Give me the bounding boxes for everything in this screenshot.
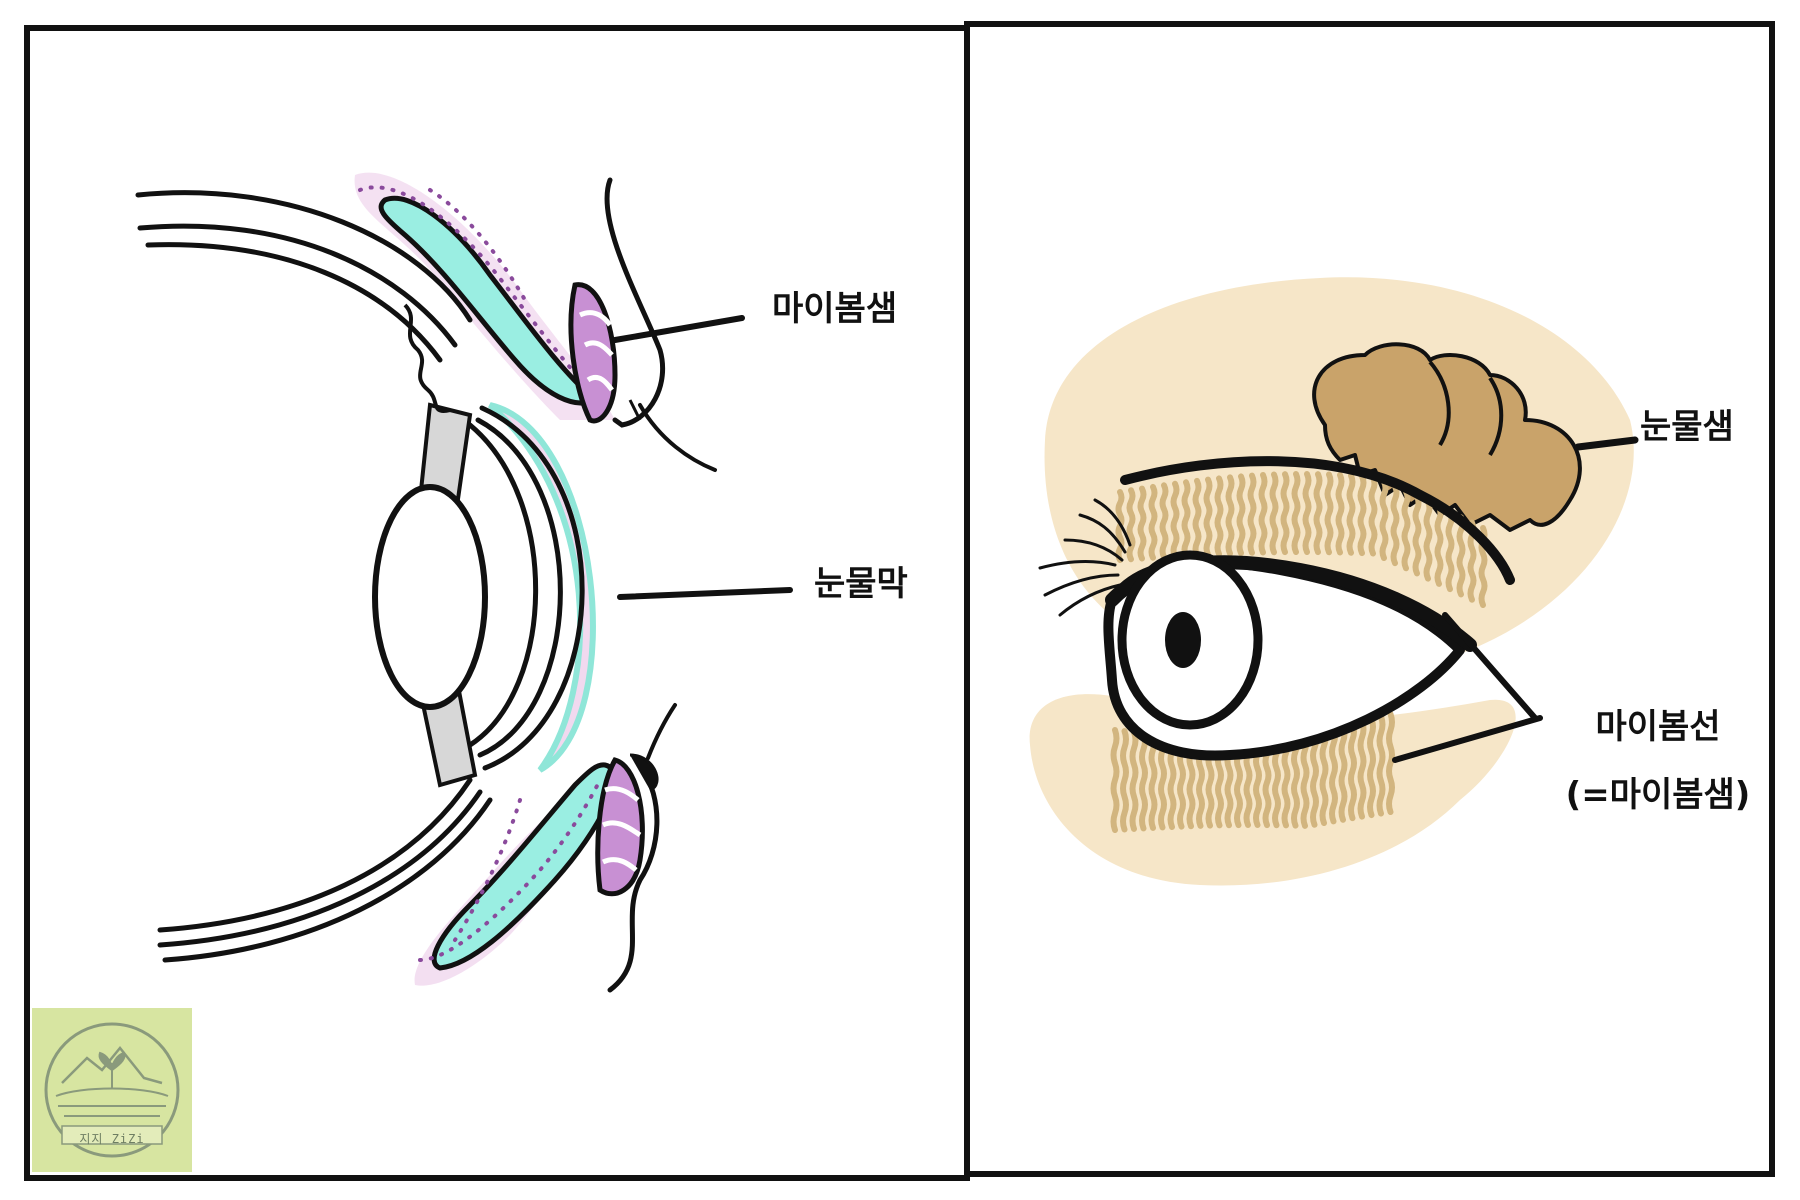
upper-eyelash-2 [628, 399, 642, 421]
upper-gland-line [1148, 483, 1158, 561]
panel-frames [24, 21, 1775, 1181]
sprout-icon [98, 1051, 126, 1088]
upper-meibomian-lines [1115, 471, 1488, 608]
eyelashes [1038, 498, 1132, 617]
lacrimal-lobe-lines [1428, 360, 1504, 457]
upper-gland-line [1203, 476, 1213, 558]
upper-gland-line [1170, 480, 1180, 560]
logo-text: 지지 ZiZi [79, 1132, 145, 1146]
logo-bg [32, 1008, 192, 1172]
eyelid-crease [1120, 456, 1515, 585]
lower-meibomian-lines [1110, 711, 1395, 833]
lower-gland-line [1139, 730, 1148, 832]
upper-gland-line [1423, 498, 1433, 582]
lower-gland-line [1110, 727, 1120, 833]
upper-gland-line [1313, 471, 1323, 556]
upper-gland-line [1335, 471, 1345, 556]
upper-gland-line [1445, 509, 1455, 593]
upper-dotted-edge-2 [428, 188, 527, 302]
upper-gland-line [1368, 474, 1378, 557]
upper-gland-line [1269, 471, 1279, 556]
external-eye [1029, 277, 1639, 886]
leader-meibomian-lower [1392, 715, 1543, 763]
leader-lacrimal-gland [1574, 436, 1639, 451]
lower-gland-line [1120, 728, 1129, 833]
logo-badge [32, 1008, 192, 1172]
label-meibomian-gland: 마이봄샘 [772, 289, 898, 329]
field-lines [55, 1087, 169, 1117]
upper-gland-line [1258, 471, 1268, 556]
mountain-icon [61, 1046, 163, 1085]
lower-gland-line [1376, 713, 1386, 817]
cornea-layers [467, 405, 585, 771]
lower-gland-line [1357, 718, 1367, 820]
lower-eyelid-outline [607, 762, 660, 993]
upper-gland-line [1236, 473, 1246, 557]
lower-gland-line [1148, 731, 1158, 831]
lower-gland-line [1348, 720, 1357, 822]
corneal-tear-film [488, 402, 596, 773]
lower-eyelash [646, 703, 677, 760]
upper-gland-line [1346, 472, 1356, 556]
lower-dotted-edge-2 [453, 798, 522, 942]
upper-gland-line [1137, 485, 1147, 562]
lower-gland-stripes [601, 786, 642, 872]
lower-dotted-edge [418, 778, 602, 962]
lower-gland-line [1319, 727, 1329, 827]
lens [372, 484, 488, 710]
label-lacrimal-gland: 눈물샘 [1640, 407, 1734, 447]
lower-gland-line [1367, 715, 1376, 819]
upper-dotted-edge [358, 185, 597, 397]
upper-gland-line [1434, 503, 1444, 587]
lower-gland-line [1329, 725, 1338, 825]
upper-gland-stripes [578, 310, 614, 392]
right-panel-frame [964, 21, 1775, 1177]
upper-gland-line [1126, 487, 1136, 563]
label-tear-film: 눈물막 [814, 564, 908, 604]
lower-gland-line [1129, 729, 1139, 832]
lower-gland-line [1310, 729, 1319, 828]
upper-eyelash [638, 403, 717, 472]
logo-circle [44, 1022, 180, 1158]
upper-gland-line [1181, 479, 1191, 559]
upper-gland-line [1214, 475, 1224, 557]
upper-gland-line [1456, 514, 1466, 598]
upper-gland-line [1379, 478, 1389, 562]
leader-tear-film [617, 587, 793, 600]
label-meibomian-line-alias: (=마이봄샘) [1565, 775, 1751, 815]
lower-gland-line [1291, 733, 1300, 829]
upper-gland-line [1401, 488, 1411, 572]
upper-gland-line [1357, 473, 1367, 557]
lower-gland-line [1338, 723, 1348, 823]
sclera-wall [135, 190, 493, 963]
lower-gland-line [1386, 711, 1395, 815]
label-meibomian-line: 마이봄선 [1595, 707, 1721, 747]
lower-gland-line [1300, 731, 1310, 829]
upper-gland-line [1247, 472, 1257, 556]
upper-gland-line [1159, 482, 1169, 561]
upper-gland-line [1291, 471, 1301, 556]
upper-tear-strip [378, 195, 598, 406]
upper-gland-line [1390, 483, 1400, 567]
upper-gland-line [1324, 471, 1334, 556]
leader-meibomian-gland [612, 315, 745, 343]
upper-gland-line [1412, 493, 1422, 577]
logo-ribbon [61, 1125, 163, 1145]
upper-eyelid-outline [604, 177, 666, 428]
upper-gland-line [1302, 471, 1312, 556]
eye-cross-section [135, 172, 793, 993]
upper-gland-line [1225, 474, 1235, 557]
upper-gland-line [1192, 477, 1202, 559]
lower-gland-line [1281, 735, 1291, 829]
upper-gland-line [1280, 471, 1290, 556]
pupil [1165, 612, 1201, 668]
lower-tear-strip [431, 762, 617, 971]
ciliary-jagged [403, 303, 451, 413]
lower-lid-tip [629, 753, 659, 792]
leader-meibomian-upper [1442, 612, 1538, 721]
